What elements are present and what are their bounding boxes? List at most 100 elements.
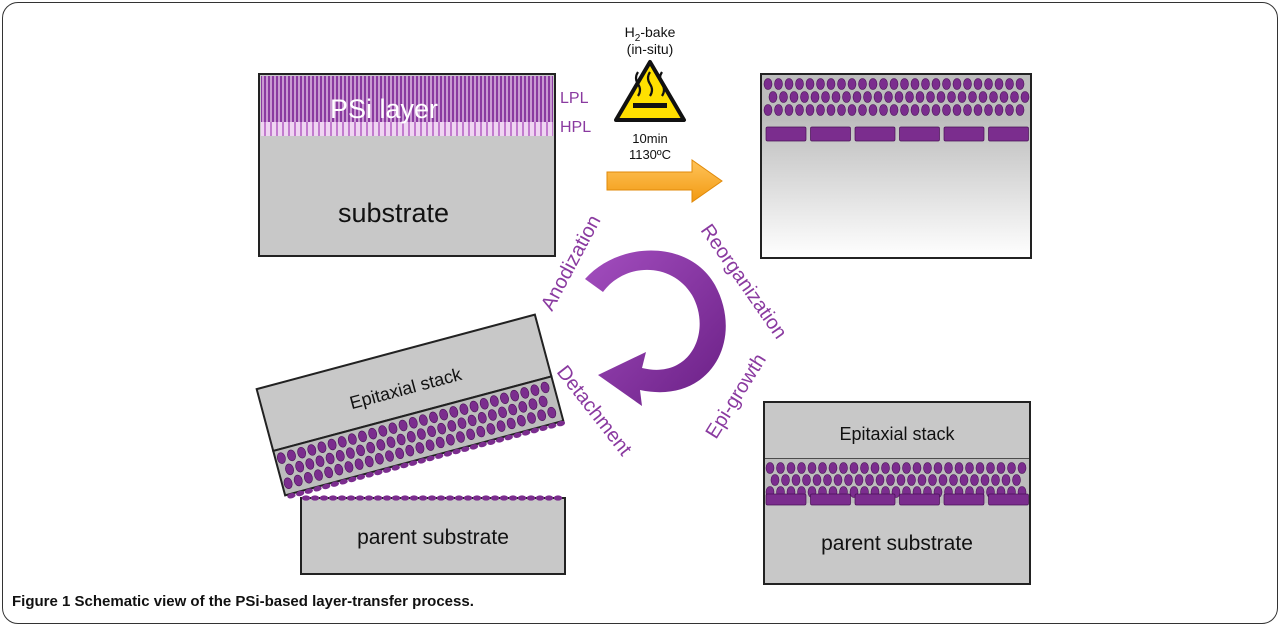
void-particle: [926, 91, 935, 103]
void-particle: [530, 384, 540, 396]
void-particle: [839, 462, 848, 474]
fragment-particle: [319, 495, 329, 501]
void-particle: [293, 474, 303, 487]
void-particle: [905, 91, 914, 103]
cavity-bar: [854, 126, 896, 142]
void-particle: [358, 430, 367, 443]
void-particle: [868, 104, 878, 116]
void-particle: [949, 474, 958, 486]
void-particle: [915, 91, 925, 103]
fragment-particle: [504, 434, 513, 441]
void-particle: [868, 78, 878, 90]
void-particle: [520, 387, 530, 399]
fragment-particle: [400, 462, 409, 469]
void-particle: [276, 452, 286, 464]
void-particle: [378, 425, 388, 437]
fragment-particle: [391, 495, 401, 501]
void-particle: [487, 409, 497, 421]
void-particle: [858, 104, 867, 116]
void-particle: [870, 462, 880, 474]
void-particle: [449, 406, 459, 418]
void-particle: [894, 91, 904, 103]
void-particle: [1017, 462, 1027, 474]
bake-temp: 1130ºC: [629, 147, 671, 162]
void-particle: [528, 398, 538, 410]
void-particle: [347, 433, 357, 445]
fragment-particle: [310, 495, 320, 501]
void-particle: [324, 466, 334, 479]
void-particle: [395, 447, 405, 460]
void-particle: [952, 78, 962, 90]
void-particle: [770, 474, 780, 486]
void-particle: [315, 455, 325, 467]
void-particle: [931, 104, 941, 116]
void-particle: [816, 78, 825, 90]
void-particle: [907, 474, 916, 486]
void-particle: [942, 104, 951, 116]
fragment-particle: [443, 451, 453, 457]
void-particle: [828, 462, 838, 474]
void-particle: [886, 474, 895, 486]
void-particle: [779, 91, 788, 103]
void-particle: [852, 91, 862, 103]
void-particle: [466, 428, 476, 441]
void-particle: [805, 104, 815, 116]
void-particle: [973, 78, 983, 90]
void-particle: [405, 444, 415, 457]
void-particle: [863, 91, 872, 103]
void-particle: [498, 406, 507, 419]
void-particle: [415, 442, 425, 454]
void-particle: [385, 450, 394, 462]
fragment-particle: [548, 423, 557, 429]
void-particle: [508, 403, 518, 416]
void-particle: [776, 462, 785, 474]
fragment-particle: [337, 495, 347, 501]
void-particle: [356, 444, 365, 457]
void-particle: [765, 462, 775, 474]
caption-text: Schematic view of the PSi-based layer-tr…: [74, 593, 474, 610]
void-particle: [944, 462, 953, 474]
void-particle: [337, 436, 347, 448]
lpl-layer: [261, 76, 553, 122]
void-particle: [287, 449, 296, 462]
fragment-particle: [382, 467, 392, 473]
void-particle: [408, 417, 418, 429]
void-particle: [875, 474, 885, 486]
fragment-particle: [495, 437, 505, 443]
void-particle: [527, 412, 536, 424]
void-particle: [837, 78, 846, 90]
reorganized-cavity-bars: [765, 126, 1029, 142]
fragment-particle: [374, 469, 383, 476]
void-particle: [1015, 104, 1025, 116]
void-particle: [789, 91, 799, 103]
void-particle: [812, 474, 822, 486]
void-particle: [791, 474, 801, 486]
cavity-bar: [943, 493, 985, 506]
void-particle: [980, 474, 990, 486]
lpl-label: LPL: [560, 90, 589, 107]
bake-time: 10min: [632, 131, 667, 146]
void-particle: [537, 409, 547, 421]
void-particle: [938, 474, 948, 486]
void-particle: [991, 474, 1000, 486]
void-particle: [297, 446, 307, 459]
void-particle: [952, 104, 962, 116]
fragment-particle: [487, 439, 496, 445]
void-particle: [965, 462, 974, 474]
fragment-particle: [409, 460, 418, 466]
fragment-particle: [426, 455, 435, 462]
void-particle: [1005, 104, 1014, 116]
void-particle: [425, 439, 435, 451]
void-particle: [816, 104, 825, 116]
void-particle: [900, 104, 909, 116]
void-particle: [1005, 78, 1014, 90]
void-particle: [496, 420, 506, 432]
void-particle: [418, 414, 428, 426]
cavity-bar: [810, 493, 851, 506]
fragment-particle: [517, 495, 527, 501]
void-particle: [810, 91, 820, 103]
void-particle: [506, 417, 516, 430]
void-particle: [386, 436, 396, 448]
void-particle: [963, 78, 972, 90]
fragment-particle: [346, 495, 356, 501]
